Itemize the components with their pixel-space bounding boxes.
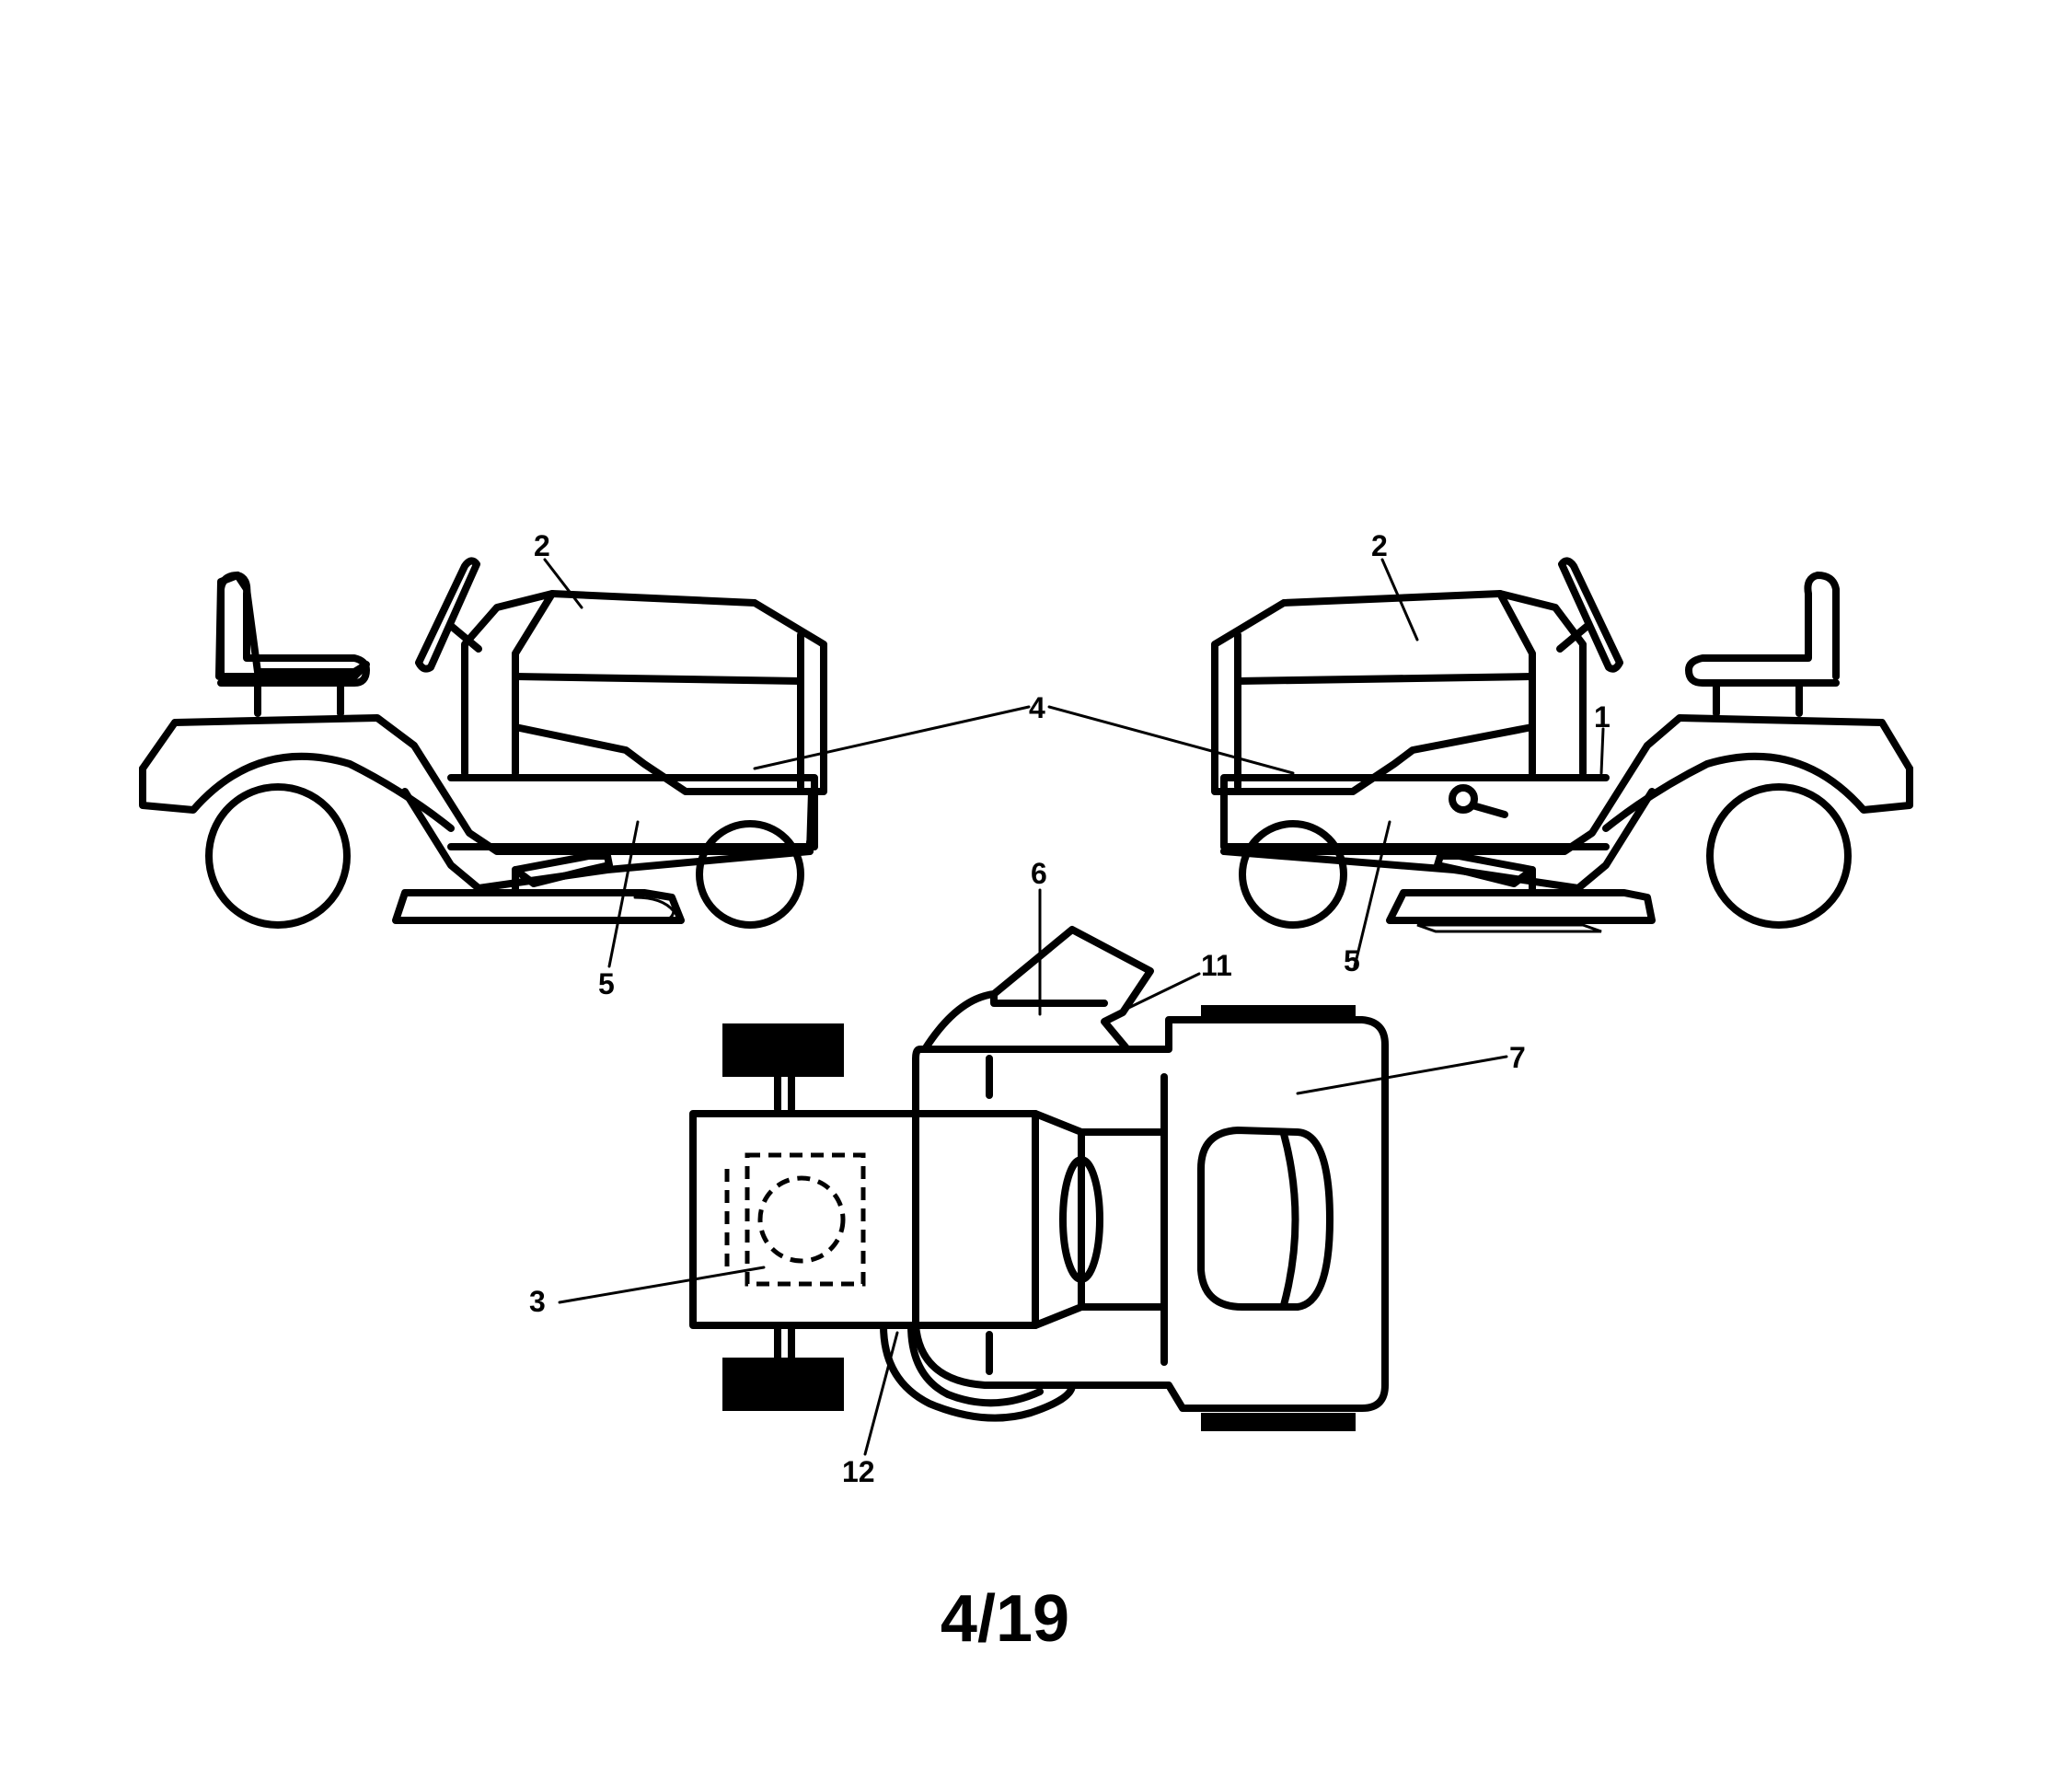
callout-7: 7 — [1509, 1041, 1526, 1074]
callout-12: 12 — [842, 1455, 875, 1488]
callout-2-left: 2 — [534, 529, 550, 562]
tractor-top-view — [689, 926, 1389, 1431]
page-number: 4/19 — [941, 1582, 1069, 1656]
callout-5-left: 5 — [598, 967, 615, 1000]
callout-2-right: 2 — [1371, 529, 1388, 562]
callout-labels: 2 2 4 1 5 5 6 11 7 3 12 — [529, 529, 1611, 1488]
callout-5-right: 5 — [1344, 944, 1360, 977]
callout-3: 3 — [529, 1285, 546, 1318]
callout-4: 4 — [1029, 691, 1045, 724]
callout-1: 1 — [1594, 700, 1611, 734]
leader-lines — [543, 558, 1605, 1456]
tractor-right-side-view — [1211, 557, 1913, 933]
tractor-left-side-view — [139, 557, 827, 929]
callout-11: 11 — [1201, 949, 1232, 982]
callout-6: 6 — [1031, 857, 1047, 890]
